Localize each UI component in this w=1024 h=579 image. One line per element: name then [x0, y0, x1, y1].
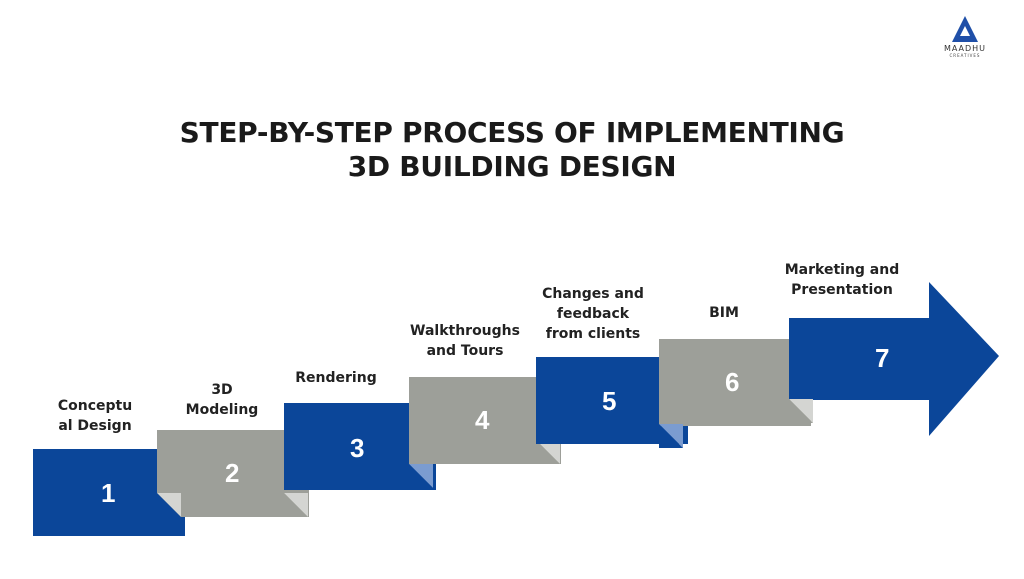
step-1-number: 1	[101, 478, 116, 508]
step-4-label-line-2: and Tours	[426, 343, 504, 359]
logo-subtitle: CREATIVES	[949, 53, 981, 58]
step-2-label-line-1: 3D	[211, 382, 233, 398]
page-title: STEP-BY-STEP PROCESS OF IMPLEMENTING 3D …	[0, 116, 1024, 184]
logo-name: MAADHU	[943, 44, 987, 53]
step-6-box: 6	[659, 339, 811, 426]
step-6-number: 6	[725, 367, 740, 397]
step-1-label-line-1: Conceptu	[57, 398, 133, 414]
step-2-number: 2	[225, 458, 240, 488]
title-line-1: STEP-BY-STEP PROCESS OF IMPLEMENTING	[179, 116, 845, 149]
logo-icon	[952, 16, 978, 42]
step-2-label-line-2: Modeling	[185, 402, 259, 418]
step-2-fold-corner	[284, 493, 308, 517]
step-4-box: 4	[409, 377, 561, 464]
step-1-fold-corner	[157, 493, 181, 517]
step-3-label-line-1: Rendering	[295, 370, 377, 386]
step-6-label-line-1: BIM	[709, 305, 739, 321]
step-5-number: 5	[602, 386, 617, 416]
step-5-label-line-1: Changes and	[542, 286, 644, 302]
step-7-label-line-1: Marketing and	[784, 262, 900, 278]
step-7-number: 7	[875, 343, 890, 373]
step-7-label: Marketing and Presentation	[772, 260, 912, 300]
step-7-label-line-2: Presentation	[791, 282, 893, 298]
step-4-number: 4	[475, 405, 490, 435]
title-line-2: 3D BUILDING DESIGN	[347, 150, 677, 183]
step-6-fold-corner	[789, 399, 813, 423]
step-5-label-line-3: from clients	[545, 326, 641, 342]
brand-logo: MAADHU CREATIVES	[930, 16, 1000, 66]
step-5-label: Changes and feedback from clients	[528, 284, 658, 344]
step-7-arrow	[789, 282, 999, 436]
step-2-label: 3D Modeling	[162, 380, 282, 420]
step-7-arrow-shape	[789, 282, 999, 436]
step-3-fold-corner	[409, 464, 433, 488]
step-1-label: Conceptu al Design	[35, 396, 155, 436]
step-4-fold-corner	[536, 440, 560, 464]
step-1-label-line-2: al Design	[58, 418, 132, 434]
step-4-label-line-1: Walkthroughs	[410, 323, 520, 339]
step-2-box: 2	[157, 430, 309, 517]
step-6-label: BIM	[664, 303, 784, 323]
step-4-label: Walkthroughs and Tours	[395, 321, 535, 361]
step-5-label-line-2: feedback	[556, 306, 630, 322]
step-3-number: 3	[350, 433, 365, 463]
step-3-label: Rendering	[276, 368, 396, 388]
step-5-fold-corner	[659, 424, 683, 448]
